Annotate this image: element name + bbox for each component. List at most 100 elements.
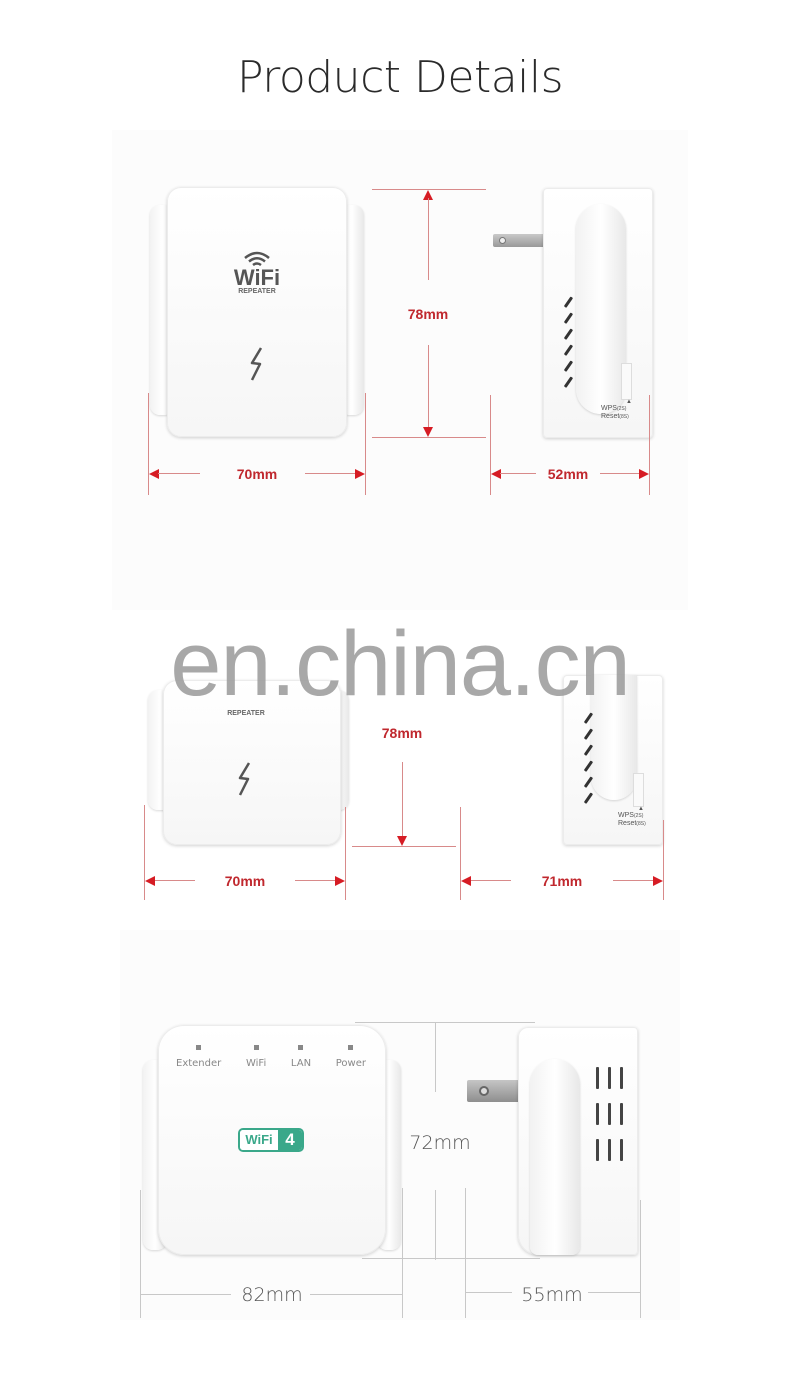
side-width-label: 71mm xyxy=(541,873,583,889)
side-width-label: 55mm xyxy=(521,1284,583,1306)
dim-horizontal-line xyxy=(600,473,640,474)
led-icon xyxy=(253,1045,259,1050)
dim-extension-line xyxy=(365,393,366,495)
wps-time: (2S) xyxy=(616,406,627,412)
front-width-label: 70mm xyxy=(236,466,278,482)
repeater-front-view-2: REPEATER xyxy=(163,680,341,845)
dim-vertical-line xyxy=(402,762,403,838)
arrow-left-icon xyxy=(461,876,471,886)
folded-antenna xyxy=(591,675,637,800)
arrow-left-icon xyxy=(149,469,159,479)
led-icon xyxy=(298,1045,304,1050)
dim-bottom-line xyxy=(362,1258,540,1259)
dim-extension-line xyxy=(460,807,461,900)
vent-slot xyxy=(620,1103,623,1125)
vent-slot xyxy=(596,1139,599,1161)
dim-horizontal-line xyxy=(471,880,511,881)
dim-horizontal-line xyxy=(141,1294,231,1295)
reset-label: Reset(8S) xyxy=(618,820,646,827)
wifi4-repeater-front: Extender WiFi LAN Power WiFi 4 xyxy=(158,1025,386,1255)
vent-slot xyxy=(563,360,573,372)
led-indicator-power: Power xyxy=(336,1045,366,1085)
reset-text: Reset xyxy=(601,413,620,420)
led-label: WiFi xyxy=(245,1058,267,1069)
dim-extension-line xyxy=(402,1188,403,1318)
led-row: Extender WiFi LAN Power xyxy=(176,1045,366,1085)
vent-slot xyxy=(620,1139,623,1161)
wps-label: WPS(2S) xyxy=(618,812,643,819)
led-label: Extender xyxy=(176,1058,222,1069)
dim-horizontal-line xyxy=(613,880,653,881)
led-label: LAN xyxy=(290,1058,312,1069)
power-plug-prong xyxy=(493,234,545,247)
repeater-logo-text: REPEATER xyxy=(238,288,276,295)
wifi4-repeater-side xyxy=(518,1027,638,1255)
page-title: Product Details xyxy=(236,52,564,103)
wifi4-badge: WiFi 4 xyxy=(238,1128,304,1152)
reset-text: Reset xyxy=(618,820,637,827)
led-indicator-lan: LAN xyxy=(291,1045,311,1085)
wps-arrow-icon: ▲ xyxy=(626,399,632,405)
dim-extension-line xyxy=(345,807,346,900)
arrow-left-icon xyxy=(491,469,501,479)
arrow-left-icon xyxy=(145,876,155,886)
led-icon xyxy=(196,1045,202,1050)
vent-slot xyxy=(563,328,573,340)
folded-antenna xyxy=(576,204,626,414)
dim-extension-line xyxy=(144,805,145,900)
lightning-icon xyxy=(250,347,263,381)
wifi-logo-text: WiFi xyxy=(233,265,281,290)
vent-slot xyxy=(608,1103,611,1125)
lightning-icon xyxy=(238,762,251,796)
height-dimension-label: 78mm xyxy=(381,725,423,741)
wps-text: WPS xyxy=(618,812,634,819)
vent-slot xyxy=(563,376,573,388)
wps-label: WPS(2S) xyxy=(601,405,626,412)
dim-bottom-line xyxy=(352,846,456,847)
vent-slot xyxy=(620,1067,623,1089)
front-width-label: 70mm xyxy=(224,873,266,889)
side-width-label: 52mm xyxy=(547,466,589,482)
repeater-logo-text: REPEATER xyxy=(227,710,265,717)
arrow-down-icon xyxy=(397,836,407,846)
dim-vertical-line xyxy=(428,345,429,427)
dim-top-line xyxy=(372,189,486,190)
watermark-text: en.china.cn xyxy=(170,613,631,715)
dim-extension-line xyxy=(465,1188,466,1318)
repeater-side-view-2: ▲ WPS(2S) Reset(8S) xyxy=(563,675,663,845)
reset-label: Reset(8S) xyxy=(601,413,629,420)
arrow-right-icon xyxy=(335,876,345,886)
dim-horizontal-line xyxy=(295,880,335,881)
vent-slot xyxy=(596,1103,599,1125)
vent-slot xyxy=(583,792,593,804)
led-indicator-extender: Extender xyxy=(176,1045,221,1085)
vent-slot xyxy=(608,1067,611,1089)
dim-horizontal-line xyxy=(155,880,195,881)
repeater-side-view: ▲ WPS(2S) Reset(8S) xyxy=(543,188,653,438)
repeater-front-view: WiFi REPEATER xyxy=(167,187,347,437)
vent-slot xyxy=(563,344,573,356)
height-dimension-label: 78mm xyxy=(407,306,449,322)
dim-extension-line xyxy=(490,395,491,495)
wifi-signal-icon xyxy=(244,251,270,267)
reset-time: (8S) xyxy=(636,821,646,827)
dim-horizontal-line xyxy=(500,473,536,474)
dim-horizontal-line xyxy=(310,1294,402,1295)
folded-antenna xyxy=(530,1059,580,1255)
reset-time: (8S) xyxy=(619,414,629,420)
wifi4-badge-number: 4 xyxy=(278,1130,302,1150)
arrow-up-icon xyxy=(423,190,433,200)
vent-slot xyxy=(563,312,573,324)
arrow-right-icon xyxy=(355,469,365,479)
dim-extension-line xyxy=(148,393,149,495)
wps-time: (2S) xyxy=(633,813,644,819)
dim-horizontal-line xyxy=(466,1292,512,1293)
dim-extension-line xyxy=(640,1200,641,1318)
dim-extension-line xyxy=(663,820,664,900)
wps-button xyxy=(633,773,644,807)
dim-horizontal-line xyxy=(305,473,355,474)
dim-top-line xyxy=(355,1022,535,1023)
dim-vertical-line xyxy=(428,198,429,280)
dim-vertical-line xyxy=(435,1190,436,1260)
vent-slot xyxy=(608,1139,611,1161)
